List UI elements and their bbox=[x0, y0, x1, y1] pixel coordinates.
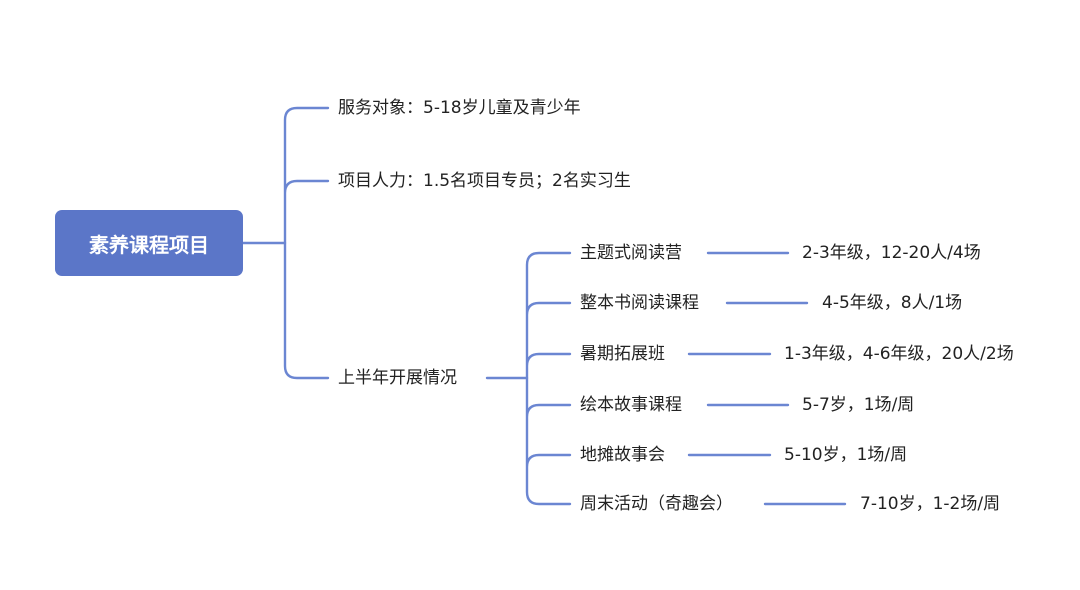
branch-staff[interactable]: 项目人力：1.5名项目专员；2名实习生 bbox=[338, 171, 631, 191]
course-2-detail[interactable]: 4-5年级，8人/1场 bbox=[822, 293, 963, 313]
course-5-detail[interactable]: 5-10岁，1场/周 bbox=[784, 445, 908, 465]
root-node-label: 素养课程项目 bbox=[89, 232, 209, 257]
branch-progress[interactable]: 上半年开展情况 bbox=[338, 368, 457, 388]
course-3-detail[interactable]: 1-3年级，4-6年级，20人/2场 bbox=[784, 344, 1014, 364]
course-1-detail[interactable]: 2-3年级，12-20人/4场 bbox=[802, 243, 981, 263]
course-5-name[interactable]: 地摊故事会 bbox=[580, 445, 665, 465]
course-6-name[interactable]: 周末活动（奇趣会） bbox=[580, 494, 733, 514]
branch-target[interactable]: 服务对象：5-18岁儿童及青少年 bbox=[338, 98, 581, 118]
course-2-name[interactable]: 整本书阅读课程 bbox=[580, 293, 699, 313]
course-4-name[interactable]: 绘本故事课程 bbox=[580, 395, 682, 415]
root-node[interactable]: 素养课程项目 bbox=[55, 210, 243, 276]
course-1-name[interactable]: 主题式阅读营 bbox=[580, 243, 682, 263]
course-4-detail[interactable]: 5-7岁，1场/周 bbox=[802, 395, 915, 415]
connector-spine-2 bbox=[525, 251, 572, 506]
course-3-name[interactable]: 暑期拓展班 bbox=[580, 344, 665, 364]
connector-spine-1 bbox=[283, 106, 330, 380]
course-6-detail[interactable]: 7-10岁，1-2场/周 bbox=[860, 494, 1001, 514]
